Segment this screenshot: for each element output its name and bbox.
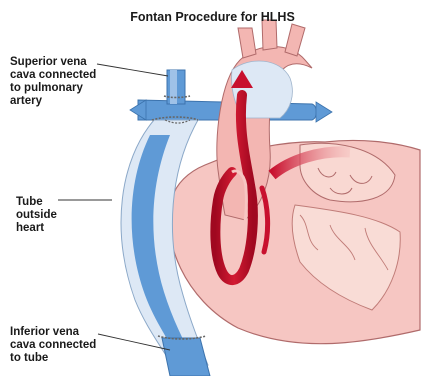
aorta-branch-3 [285,24,305,56]
svc-inner-light [170,70,177,104]
aorta-branch-2 [262,20,277,50]
label-superior-vena-cava: Superior vena cava connected to pulmonar… [10,56,96,108]
right-arrow [316,102,332,122]
label-tube: Tube outside heart [16,196,57,235]
leader-svc [97,64,168,76]
inferior-vena-cava [162,338,210,376]
label-inferior-vena-cava: Inferior vena cava connected to tube [10,326,96,365]
diagram-title: Fontan Procedure for HLHS [0,10,425,24]
aorta-branch-1 [238,28,256,58]
